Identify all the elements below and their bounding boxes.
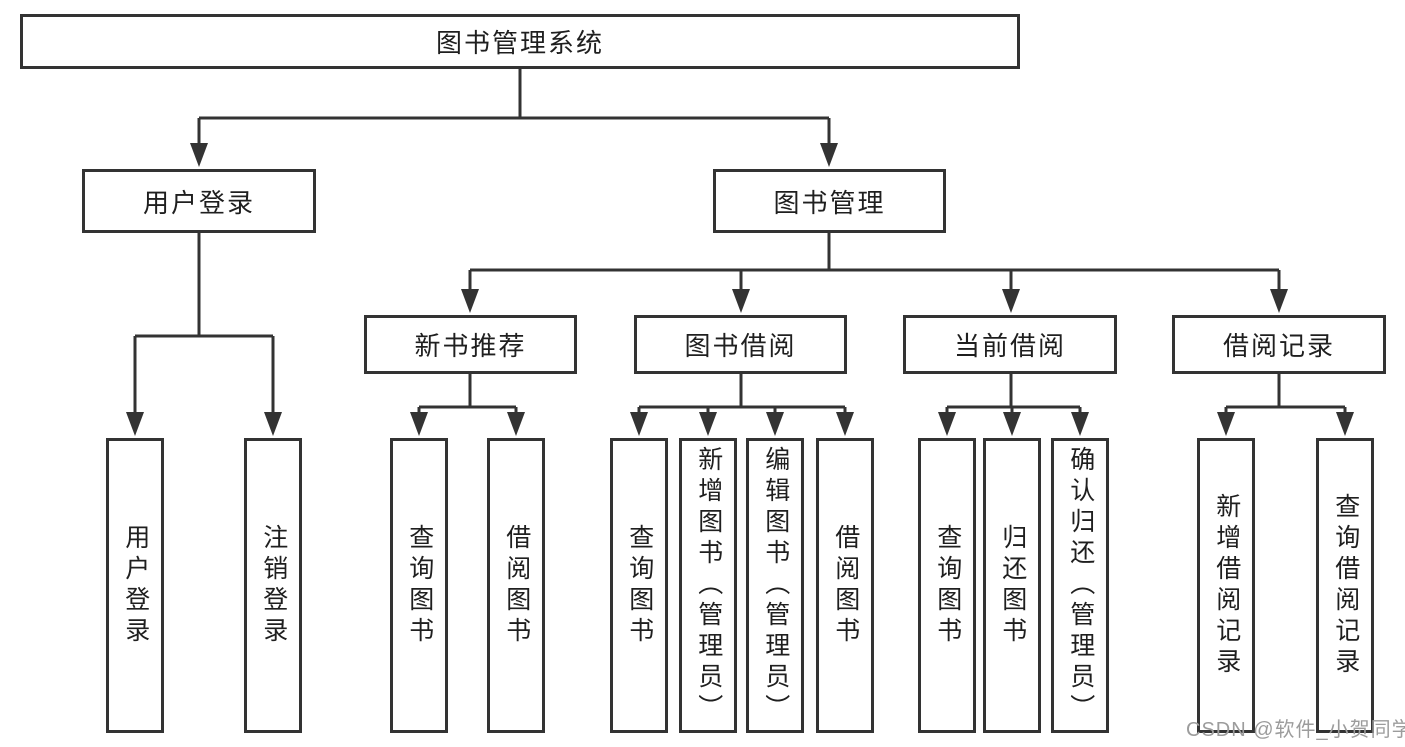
arrowheads [126,143,1354,436]
node-user-login: 用户登录 [82,169,316,233]
node-label: 图书借阅 [684,331,797,361]
leaf-return-book: 归还图书 [983,438,1041,733]
node-label: 注销登录 [259,523,288,648]
node-label: 查询图书 [405,523,434,648]
node-label: 借阅图书 [831,523,860,648]
node-book-borrowing: 图书借阅 [634,315,847,374]
node-label: 图书管理系统 [435,28,604,58]
leaf-confirm-return-admin: 确认归还（管理员） [1051,438,1109,733]
leaf-add-borrow-record: 新增借阅记录 [1197,438,1255,733]
node-label: 查询借阅记录 [1331,492,1360,679]
node-label: 用户登录 [142,187,255,218]
node-label: 查询图书 [625,523,654,648]
leaf-borrow-books-recommend: 借阅图书 [487,438,545,733]
leaf-user-login: 用户登录 [106,438,164,733]
node-label: 新增借阅记录 [1212,492,1241,679]
node-label: 借阅记录 [1222,331,1335,361]
node-label: 图书管理 [773,187,886,218]
csdn-watermark: CSDN @软件_小贺同学 [1186,719,1405,741]
leaf-query-books-current: 查询图书 [918,438,976,733]
leaf-query-books-borrowing: 查询图书 [610,438,668,733]
node-label: 查询图书 [933,523,962,648]
node-label: 归还图书 [998,523,1027,648]
node-label: 用户登录 [121,523,150,648]
node-label: 新增图书（管理员） [694,446,723,725]
leaf-add-book-admin: 新增图书（管理员） [679,438,737,733]
node-new-book-recommendation: 新书推荐 [364,315,577,374]
node-label: 借阅图书 [502,523,531,648]
leaf-borrow-books-borrowing: 借阅图书 [816,438,874,733]
node-label: 当前借阅 [953,331,1066,361]
leaf-edit-book-admin: 编辑图书（管理员） [746,438,804,733]
leaf-query-books-recommend: 查询图书 [390,438,448,733]
leaf-query-borrow-record: 查询借阅记录 [1316,438,1374,733]
leaf-logout: 注销登录 [244,438,302,733]
node-book-management: 图书管理 [713,169,946,233]
node-label: 新书推荐 [414,331,527,361]
node-current-borrowing: 当前借阅 [903,315,1117,374]
node-label: 确认归还（管理员） [1066,446,1095,725]
node-label: 编辑图书（管理员） [761,446,790,725]
node-borrowing-records: 借阅记录 [1172,315,1386,374]
node-library-management-system: 图书管理系统 [20,14,1020,69]
